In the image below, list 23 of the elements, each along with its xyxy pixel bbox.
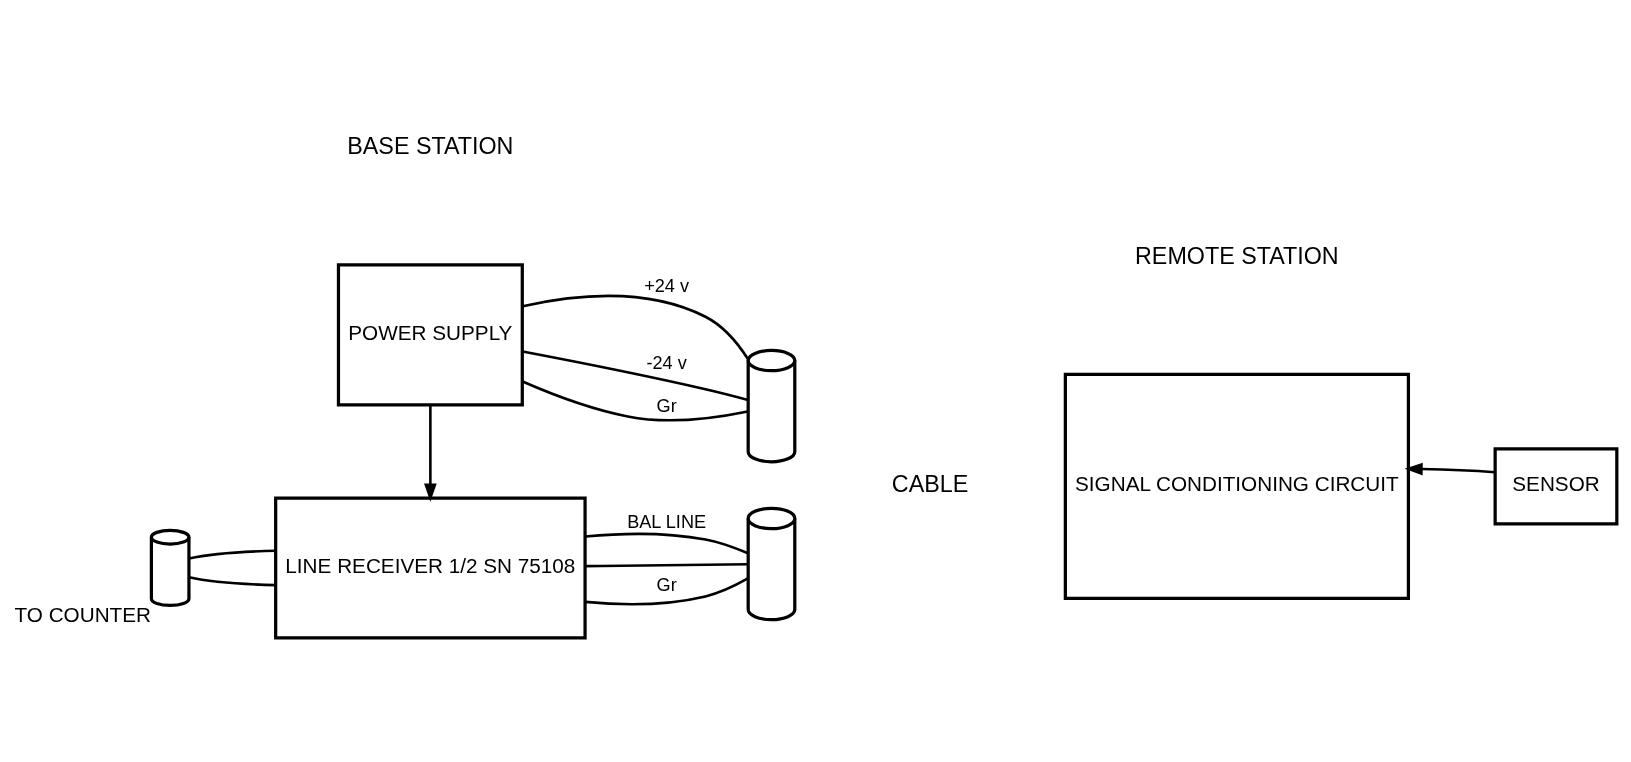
label: BASE STATION: [347, 132, 514, 159]
label: REMOTE STATION: [1135, 242, 1339, 269]
arrow: [1404, 462, 1495, 475]
connector: [188, 548, 276, 560]
edge-label: -24 v: [646, 352, 687, 373]
connector: [585, 562, 749, 567]
node-box: LINE RECEIVER 1/2 SN 75108: [274, 495, 587, 639]
connector: [585, 532, 749, 554]
arrow: [424, 404, 437, 502]
label: CABLE: [891, 470, 969, 497]
connector: [522, 379, 748, 421]
edge-label: Gr: [656, 395, 677, 416]
node-box: SIGNAL CONDITIONING CIRCUIT: [1063, 372, 1411, 600]
node-label: TO COUNTER: [14, 602, 152, 626]
node-box: POWER SUPPLY: [336, 262, 524, 406]
edge-label: +24 v: [644, 275, 690, 296]
edge-label: BAL LINE: [627, 511, 707, 532]
connector: [522, 294, 749, 360]
edge-label: Gr: [656, 574, 677, 595]
connector: [522, 349, 749, 401]
connector: [585, 576, 749, 605]
node-box: SENSOR: [1493, 446, 1619, 525]
connector: [188, 575, 276, 586]
